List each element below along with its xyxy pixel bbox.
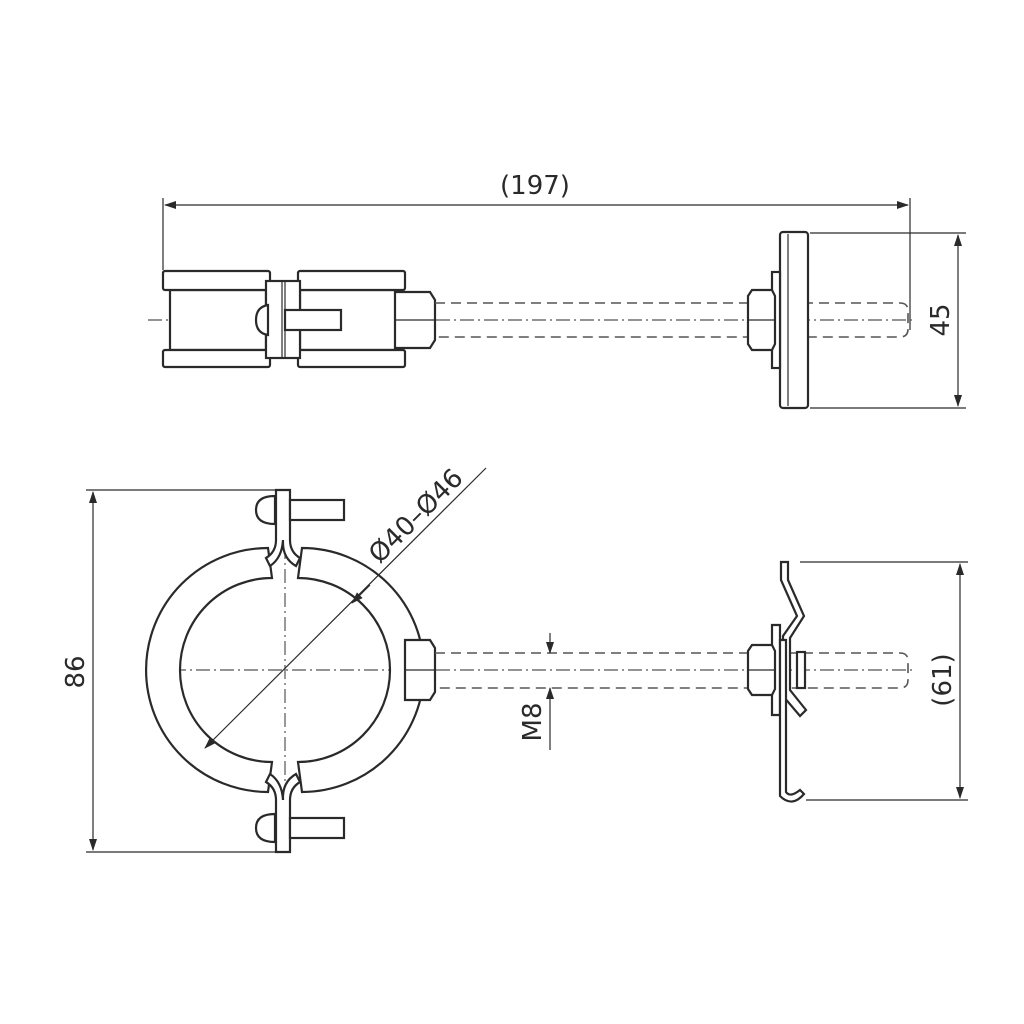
- thread-label: M8: [518, 703, 548, 742]
- plate-height-label: 45: [926, 303, 956, 336]
- screw: [283, 308, 343, 332]
- length-label: (197): [500, 171, 570, 201]
- clamp-flange: [296, 348, 407, 369]
- bracket-spring: [779, 560, 808, 718]
- diameter-label: Ø40–Ø46: [363, 463, 469, 569]
- threaded-rod: [435, 652, 909, 689]
- clamp-flange: [161, 348, 272, 369]
- clamp-flange: [161, 269, 272, 292]
- front-view: [86, 467, 968, 854]
- bracket-height-label: (61): [928, 653, 958, 706]
- top-view: [148, 198, 966, 410]
- diameter-dimension-line: [204, 467, 487, 749]
- clamp-body: [168, 288, 268, 352]
- bracket-hook: [778, 638, 806, 803]
- clamp-ear-top: [264, 488, 302, 568]
- washer: [795, 650, 807, 690]
- screw-head: [254, 494, 277, 526]
- screw-head: [254, 812, 277, 844]
- clamp-height-label: 86: [61, 655, 91, 688]
- screw: [288, 498, 346, 522]
- clamp-ring-left: [144, 546, 274, 794]
- mounting-plate: [778, 230, 810, 410]
- screw-head: [254, 303, 270, 337]
- clamp-ear-bottom: [264, 772, 302, 854]
- clamp-flange: [296, 269, 407, 292]
- clamp-ring-right: [296, 546, 426, 794]
- screw: [288, 816, 346, 840]
- threaded-rod: [435, 302, 909, 338]
